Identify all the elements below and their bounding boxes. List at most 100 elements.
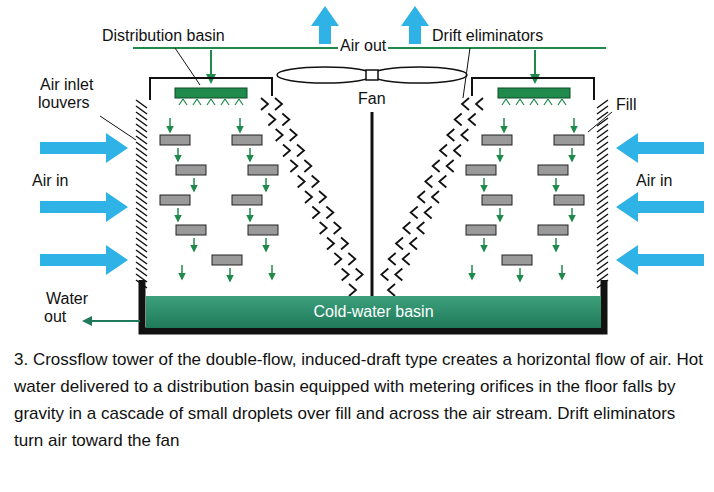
- drift-eliminator: [454, 145, 461, 157]
- fill-slat: [232, 135, 262, 145]
- drift-eliminator: [334, 253, 341, 265]
- fill-slat: [248, 225, 278, 235]
- drift-eliminator: [312, 176, 319, 188]
- label-holder: Air inlet louvers: [38, 76, 110, 112]
- spray: [221, 99, 229, 105]
- air-arrow: [40, 192, 128, 222]
- housing-top: [150, 78, 272, 100]
- drift-eliminator: [261, 98, 268, 110]
- label-holder: Water out: [44, 290, 96, 326]
- part-label: Drift eliminators: [430, 27, 545, 44]
- fill-slat: [466, 165, 496, 175]
- caption-holder: 3. Crossflow tower of the double-flow, i…: [14, 346, 704, 454]
- label-holder: Distribution basin: [100, 27, 260, 45]
- air-arrow: [311, 6, 339, 44]
- label-holder: Air in: [30, 172, 100, 190]
- water-basin: Cold-water basin: [146, 296, 601, 328]
- droplet: [503, 118, 505, 132]
- drift-eliminator: [275, 98, 282, 110]
- label-holder: Fan: [356, 90, 396, 108]
- droplet: [561, 265, 563, 279]
- fill-slat: [538, 225, 568, 235]
- drift-eliminator: [396, 238, 403, 250]
- droplet: [483, 178, 485, 191]
- label-holder: Air in: [634, 172, 704, 190]
- drift-eliminator: [334, 222, 341, 234]
- droplet: [555, 178, 557, 191]
- louver: [136, 280, 147, 288]
- leader-line: [463, 48, 470, 98]
- spray: [516, 99, 524, 105]
- water-out-pipe: [84, 320, 140, 322]
- fill-slat: [466, 225, 496, 235]
- drift-eliminator: [389, 253, 396, 265]
- louver: [597, 280, 608, 288]
- spray: [502, 99, 510, 105]
- drift-eliminator: [447, 160, 454, 172]
- air-arrow: [616, 133, 704, 163]
- droplet: [193, 178, 195, 191]
- drift-eliminator: [425, 207, 432, 219]
- droplet: [177, 148, 179, 161]
- spray: [544, 99, 552, 105]
- droplet: [193, 238, 195, 251]
- drift-eliminator: [326, 207, 333, 219]
- drift-eliminator: [425, 176, 432, 188]
- leader-line: [100, 116, 136, 140]
- air-arrow: [616, 192, 704, 222]
- spray: [530, 99, 538, 105]
- drift-eliminator: [461, 129, 468, 141]
- air-arrow: [401, 6, 429, 44]
- drift-eliminator: [403, 222, 410, 234]
- spray: [193, 99, 201, 105]
- fan-hub: [366, 70, 378, 80]
- fill-slat: [232, 195, 262, 205]
- drift-eliminator: [440, 145, 447, 157]
- fill-slat: [554, 195, 584, 205]
- leader-line: [175, 48, 200, 85]
- droplet: [571, 208, 573, 221]
- drift-eliminator: [356, 269, 363, 281]
- fill-slat: [502, 255, 532, 265]
- fill-slat: [176, 165, 206, 175]
- distribution-basin: [498, 88, 570, 98]
- fill-slat: [538, 165, 568, 175]
- air-arrow: [40, 133, 128, 163]
- droplet: [271, 265, 273, 279]
- drift-eliminator: [312, 207, 319, 219]
- air-arrow: [616, 245, 704, 275]
- droplet: [471, 265, 473, 279]
- drift-eliminator: [305, 191, 312, 203]
- drift-eliminator: [290, 129, 297, 141]
- label-holder: Fill: [614, 96, 664, 114]
- droplet: [265, 178, 267, 191]
- flow-label: Air out: [338, 37, 388, 54]
- fill-slat: [248, 165, 278, 175]
- droplet: [483, 238, 485, 251]
- fill-slat: [482, 195, 512, 205]
- part-label: Fill: [614, 96, 638, 113]
- fill-slat: [554, 135, 584, 145]
- drift-eliminator: [276, 129, 283, 141]
- droplet: [265, 238, 267, 251]
- spray: [558, 99, 566, 105]
- label-holder: Drift eliminators: [430, 27, 590, 45]
- droplet: [239, 118, 241, 132]
- fan-blade: [277, 67, 373, 83]
- drift-eliminator: [432, 191, 439, 203]
- drift-eliminator: [290, 160, 297, 172]
- housing-top: [472, 78, 594, 100]
- drift-eliminator: [418, 191, 425, 203]
- label-holder: Air out: [338, 37, 408, 55]
- drift-eliminator: [341, 238, 348, 250]
- drift-eliminator: [304, 160, 311, 172]
- distribution-basin: [175, 88, 247, 98]
- fan-blade: [371, 67, 467, 83]
- drift-eliminator: [268, 114, 275, 126]
- spray: [235, 99, 243, 105]
- drift-eliminator: [282, 114, 289, 126]
- droplet: [249, 208, 251, 221]
- drift-eliminator: [298, 176, 305, 188]
- drift-eliminator: [348, 253, 355, 265]
